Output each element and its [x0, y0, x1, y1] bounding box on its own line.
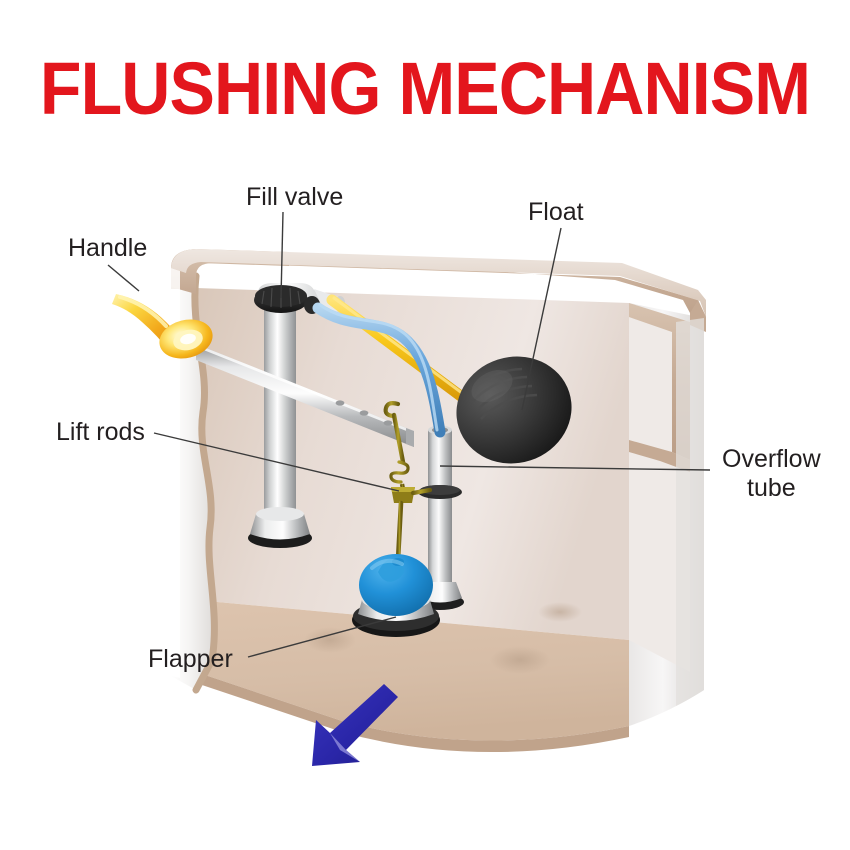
label-handle: Handle — [68, 234, 147, 262]
tank-left-outer-wall — [171, 268, 215, 690]
handle-knob-shine — [180, 333, 196, 345]
tank-right-wall-edge — [676, 318, 704, 706]
lift-rod-strap-top-edge — [196, 344, 414, 434]
labels: Handle Fill valve Float Lift rods Overfl… — [56, 183, 822, 673]
label-lift-rods: Lift rods — [56, 418, 145, 446]
flapper-assembly[interactable] — [352, 554, 440, 637]
leader-line-float — [521, 227, 562, 411]
float-ball — [456, 356, 572, 464]
tank-rim-notch-bottom — [629, 440, 690, 472]
label-overflow-tube-line1: Overflow — [722, 445, 822, 473]
chain-link-spiral — [389, 460, 410, 484]
label-fill-valve: Fill valve — [246, 183, 343, 211]
leader-lines — [107, 211, 711, 658]
tank-floor-front-edge — [196, 672, 629, 753]
chain-cross-link — [410, 487, 433, 496]
tank-rim-interior-notch — [629, 303, 690, 460]
handle-assembly[interactable] — [112, 294, 217, 364]
floor-stain-2 — [490, 646, 550, 674]
flapper-highlight — [370, 558, 404, 570]
leader-line-handle — [107, 264, 140, 292]
fill-valve-base-flange — [250, 514, 310, 540]
fill-valve-assembly[interactable] — [248, 283, 345, 548]
lift-rod-strap-tip — [406, 428, 414, 447]
label-float: Float — [528, 198, 584, 226]
overflow-tube-pipe — [428, 430, 452, 602]
fill-valve-column — [264, 300, 296, 536]
flapper-body — [359, 554, 433, 616]
chain-upper — [391, 412, 406, 465]
flow-arrow-shape — [312, 684, 398, 766]
leader-line-lift-rods — [153, 432, 400, 492]
floor-stain-3 — [538, 602, 582, 622]
float-assembly[interactable] — [312, 294, 586, 478]
chain-hook — [383, 401, 401, 419]
float-ball-highlight — [471, 369, 513, 403]
tank-left-wall-highlight — [171, 268, 180, 678]
float-arm-highlight — [332, 296, 464, 395]
page-title: FLUSHING MECHANISM — [39, 47, 811, 130]
supply-tube — [312, 302, 446, 438]
lift-rod-strap-holes — [335, 400, 393, 426]
water-flow-arrow — [312, 684, 398, 766]
overflow-tube-collar-hl — [420, 485, 460, 495]
supply-tube-highlight — [318, 303, 439, 432]
chain-lower — [395, 500, 404, 563]
handle-lever-shine — [118, 295, 168, 328]
floor-stain-1 — [304, 627, 356, 653]
leader-line-fill-valve — [280, 211, 284, 299]
leader-line-flapper — [247, 616, 397, 658]
tank-rim-top-surface — [171, 249, 706, 317]
label-flapper: Flapper — [148, 645, 233, 673]
label-overflow-tube-line2: tube — [747, 474, 796, 502]
lift-rod-strap — [196, 344, 414, 447]
lift-rods-assembly[interactable] — [196, 344, 414, 447]
leader-line-overflow-tube — [439, 465, 711, 471]
tank-floor — [196, 600, 629, 741]
fill-valve-base-top — [256, 507, 304, 521]
